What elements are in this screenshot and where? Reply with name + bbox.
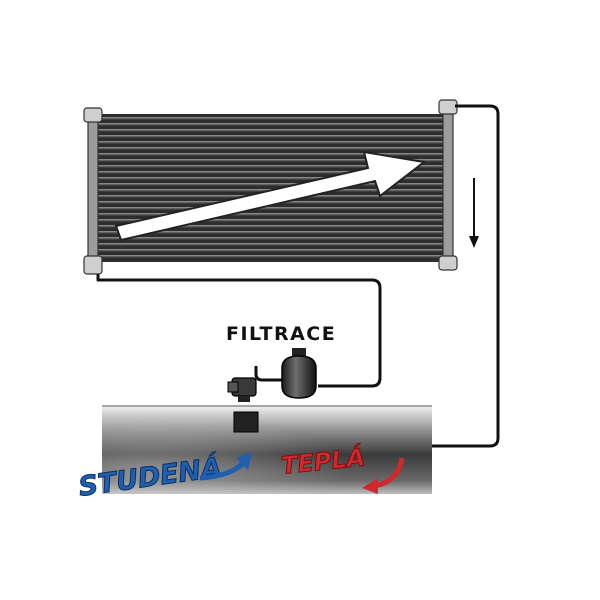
panel-tube [97,165,445,169]
panel-tube [97,117,445,121]
panel-tube [97,255,445,259]
white-arrow-icon [114,150,427,242]
filter-tank-icon [281,348,317,399]
panel-right-header [442,103,454,269]
panel-tube [97,123,445,127]
panel-left-header [87,109,99,271]
panel-tube [97,147,445,151]
panel-tube [97,159,445,163]
panel-tube [97,129,445,133]
panel-tube [97,225,445,229]
return-pipe [432,104,500,448]
panel-tube [97,153,445,157]
panel-tube [97,243,445,247]
pool-inlet [233,411,259,433]
panel-tube [97,249,445,253]
solar-panel [83,99,458,275]
feed-pipe [96,274,382,388]
panel-tube [97,177,445,181]
panel-tube [97,237,445,241]
panel-tube [97,135,445,139]
panel-tube [97,231,445,235]
pipes [96,104,500,448]
curved-blue-arrow-icon [199,460,246,481]
pump-icon [227,377,257,402]
panel-tube [97,213,445,217]
panel-tube [97,207,445,211]
down-arrow-icon [469,178,479,248]
panel-tube [97,171,445,175]
panel-tube [97,183,445,187]
filtration-label: FILTRACE [226,323,336,345]
panel-tube [97,141,445,145]
panel-tube [97,219,445,223]
panel-tubes [97,117,445,259]
pump-pipe [254,366,284,382]
